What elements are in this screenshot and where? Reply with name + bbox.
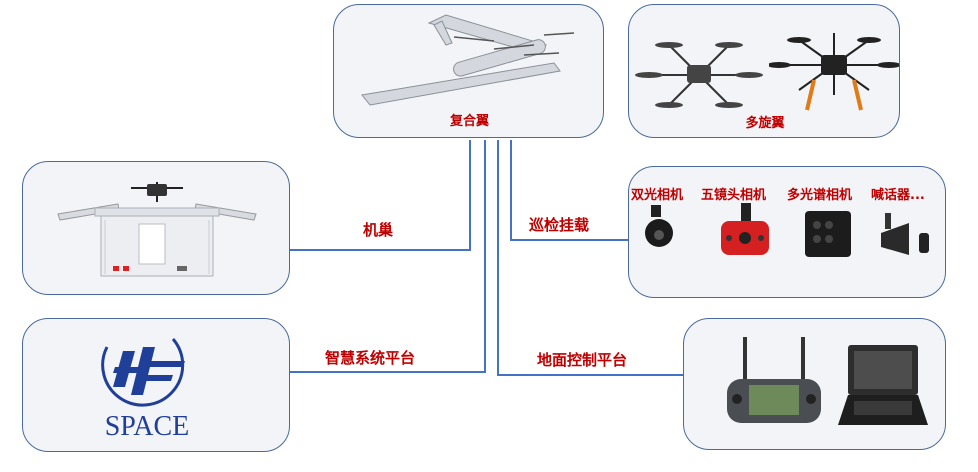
hangar-label: 机巢 (363, 221, 394, 239)
speaker-device-icon (881, 213, 929, 255)
payload-label: 巡检挂载 (529, 216, 590, 234)
link-ground-control (497, 140, 683, 376)
ground-control-label: 地面控制平台 (537, 351, 628, 369)
smart-platform-label: 智慧系统平台 (325, 349, 416, 367)
payload-node: 双光相机 五镜头相机 多光谱相机 喊话器... (628, 166, 946, 298)
rugged-laptop-icon (838, 345, 928, 425)
link-smart-platform (290, 140, 486, 373)
vtol-node: 复合翼 (333, 4, 604, 138)
logo-text: SPACE (104, 411, 190, 442)
payload-icons (645, 203, 929, 257)
vtol-drone-icon (361, 14, 575, 106)
octocopter-drone-icon (769, 33, 899, 111)
hangar-station-icon (57, 182, 257, 277)
payload-item-speaker: 喊话器... (871, 188, 925, 203)
five-lens-camera-icon (721, 203, 769, 255)
vtol-label: 复合翼 (449, 114, 489, 129)
dual-light-camera-icon (645, 205, 673, 247)
ground-control-node (683, 318, 946, 450)
smart-platform-node: SPACE (22, 318, 290, 452)
payload-item-dual-light: 双光相机 (631, 188, 684, 203)
payload-item-five-lens: 五镜头相机 (701, 188, 767, 203)
remote-controller-icon (727, 337, 821, 423)
link-hangar (290, 140, 471, 251)
hf-logo-icon (101, 338, 185, 407)
payload-item-multispectral: 多光谱相机 (787, 188, 853, 203)
multispectral-camera-icon (805, 211, 851, 257)
hexacopter-drone-icon (635, 42, 763, 108)
hangar-node (22, 161, 290, 295)
multirotor-node: 多旋翼 (628, 4, 900, 138)
multirotor-label: 多旋翼 (745, 116, 785, 131)
link-payload (510, 140, 628, 241)
